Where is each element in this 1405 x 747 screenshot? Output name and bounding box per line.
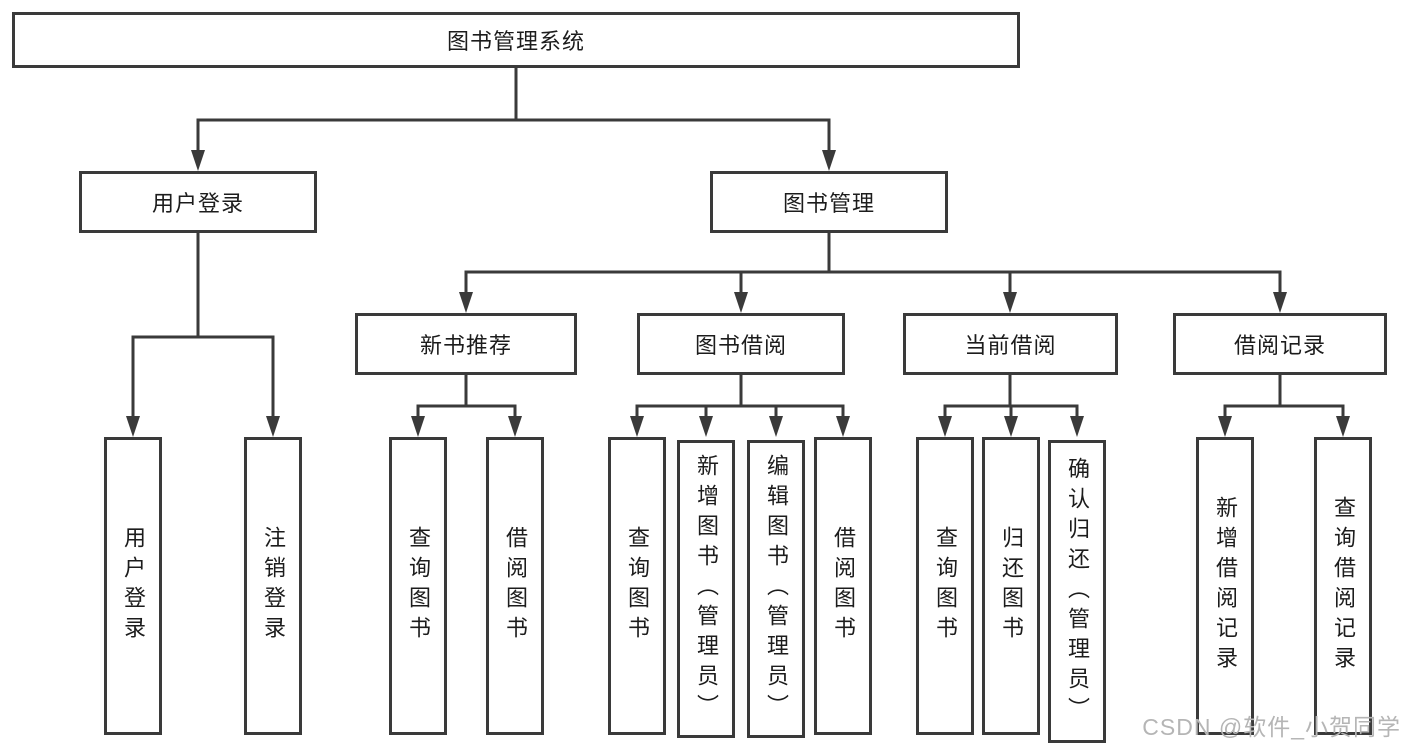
node-book-management-label: 图书管理 bbox=[782, 191, 875, 216]
leaf-confirm-return-admin: 确认归还（管理员） bbox=[1048, 440, 1106, 743]
edge-currentborrow-to-leaves bbox=[943, 373, 1079, 420]
leaf-borrow-books-1: 借阅图书 bbox=[486, 437, 544, 735]
node-book-borrow-label: 图书借阅 bbox=[694, 333, 787, 358]
leaf-query-borrow-record: 查询借阅记录 bbox=[1314, 437, 1372, 735]
leaf-confirm-return-admin-label: 确认归还（管理员） bbox=[1065, 456, 1090, 727]
leaf-edit-books-admin: 编辑图书（管理员） bbox=[747, 440, 805, 738]
leaf-add-borrow-record-label: 新增借阅记录 bbox=[1213, 496, 1238, 676]
node-root-label: 图书管理系统 bbox=[446, 29, 585, 54]
edge-bookmgmt-to-level3 bbox=[464, 231, 1282, 296]
arrowhead bbox=[266, 416, 280, 437]
leaf-return-books-label: 归还图书 bbox=[999, 526, 1024, 646]
leaf-return-books: 归还图书 bbox=[982, 437, 1040, 735]
node-borrow-records-label: 借阅记录 bbox=[1233, 333, 1326, 358]
leaf-user-login: 用户登录 bbox=[104, 437, 162, 735]
leaf-logout: 注销登录 bbox=[244, 437, 302, 735]
node-current-borrow: 当前借阅 bbox=[903, 313, 1118, 375]
leaf-borrow-books-1-label: 借阅图书 bbox=[503, 526, 528, 646]
leaf-borrow-books-2: 借阅图书 bbox=[814, 437, 872, 735]
arrowhead bbox=[734, 292, 748, 313]
arrowhead bbox=[508, 416, 522, 437]
arrowhead bbox=[630, 416, 644, 437]
arrowhead bbox=[1003, 292, 1017, 313]
arrowhead bbox=[822, 150, 836, 171]
leaf-query-books-1: 查询图书 bbox=[389, 437, 447, 735]
arrowhead bbox=[1273, 292, 1287, 313]
leaf-borrow-books-2-label: 借阅图书 bbox=[831, 526, 856, 646]
arrowhead bbox=[699, 416, 713, 437]
arrowhead bbox=[411, 416, 425, 437]
leaf-query-books-1-label: 查询图书 bbox=[406, 526, 431, 646]
edge-bookborrow-to-leaves bbox=[635, 373, 845, 420]
arrowhead bbox=[459, 292, 473, 313]
leaf-query-books-2-label: 查询图书 bbox=[625, 526, 650, 646]
node-user-login: 用户登录 bbox=[79, 171, 317, 233]
node-current-borrow-label: 当前借阅 bbox=[964, 333, 1057, 358]
arrowhead bbox=[1070, 416, 1084, 437]
arrowhead bbox=[1004, 416, 1018, 437]
node-book-borrow: 图书借阅 bbox=[637, 313, 845, 375]
leaf-query-books-2: 查询图书 bbox=[608, 437, 666, 735]
node-user-login-label: 用户登录 bbox=[151, 191, 244, 216]
node-book-management: 图书管理 bbox=[710, 171, 948, 233]
leaf-add-borrow-record: 新增借阅记录 bbox=[1196, 437, 1254, 735]
leaf-query-borrow-record-label: 查询借阅记录 bbox=[1331, 496, 1356, 676]
arrowhead bbox=[938, 416, 952, 437]
arrowhead bbox=[126, 416, 140, 437]
edge-root-to-level2 bbox=[196, 66, 831, 154]
arrowhead bbox=[1336, 416, 1350, 437]
leaf-add-books-admin-label: 新增图书（管理员） bbox=[694, 454, 719, 724]
csdn-watermark: CSDN @软件_小贺同学 bbox=[1142, 714, 1401, 740]
arrowheads bbox=[126, 150, 1350, 437]
edge-borrowrecords-to-leaves bbox=[1223, 373, 1345, 420]
node-root: 图书管理系统 bbox=[12, 12, 1020, 68]
node-new-book-recommend-label: 新书推荐 bbox=[419, 333, 512, 358]
arrowhead bbox=[836, 416, 850, 437]
leaf-query-books-3: 查询图书 bbox=[916, 437, 974, 735]
leaf-add-books-admin: 新增图书（管理员） bbox=[677, 440, 735, 738]
node-borrow-records: 借阅记录 bbox=[1173, 313, 1387, 375]
leaf-edit-books-admin-label: 编辑图书（管理员） bbox=[764, 454, 789, 724]
node-new-book-recommend: 新书推荐 bbox=[355, 313, 577, 375]
leaf-query-books-3-label: 查询图书 bbox=[933, 526, 958, 646]
arrowhead bbox=[191, 150, 205, 171]
leaf-user-login-label: 用户登录 bbox=[121, 526, 146, 646]
arrowhead bbox=[1218, 416, 1232, 437]
arrowhead bbox=[769, 416, 783, 437]
leaf-logout-label: 注销登录 bbox=[261, 526, 286, 646]
edge-newbookrec-to-leaves bbox=[416, 373, 517, 420]
edge-userlogin-to-leaves bbox=[131, 231, 275, 420]
